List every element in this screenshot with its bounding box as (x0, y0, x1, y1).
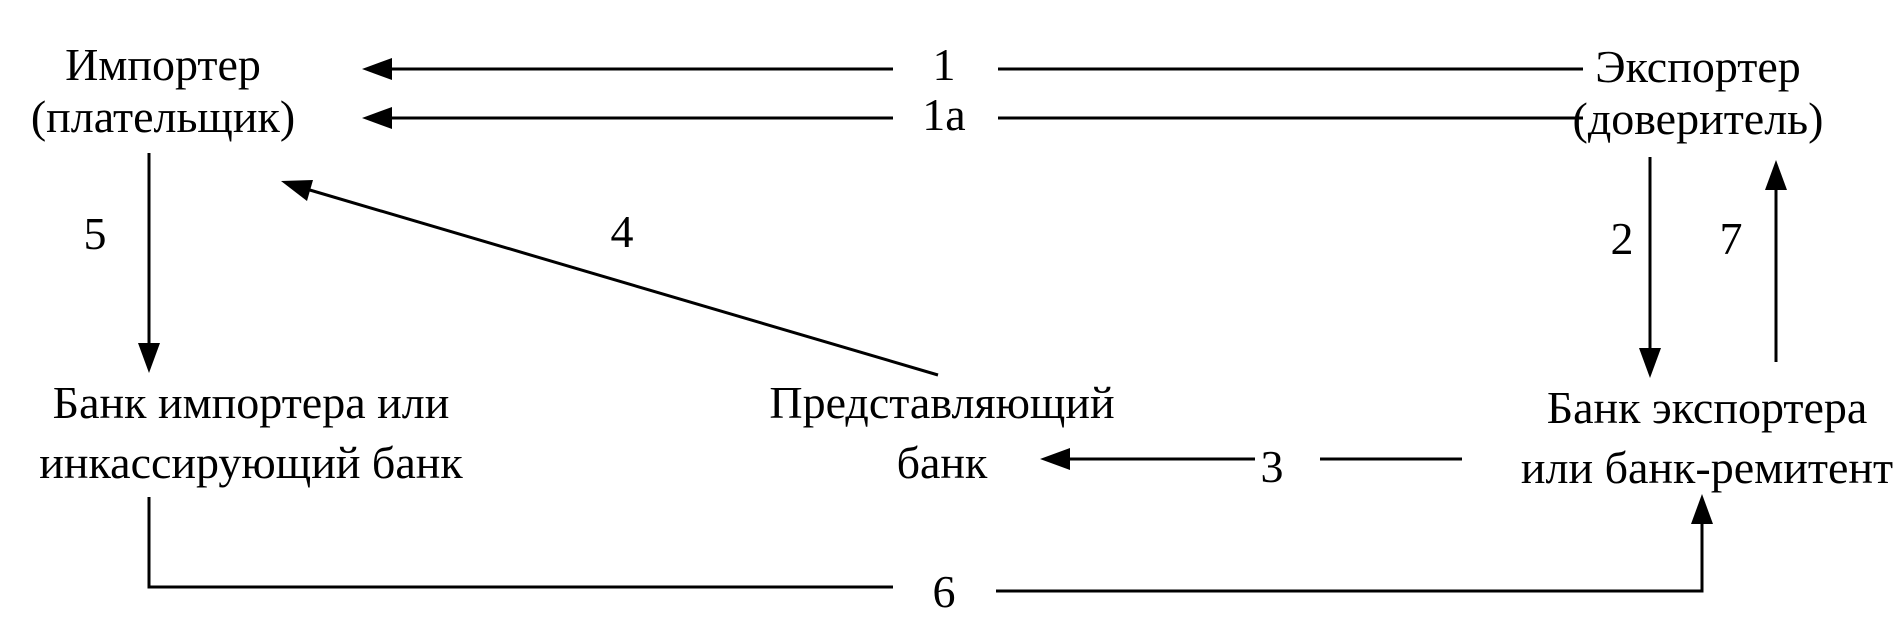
step-label-4: 4 (611, 206, 634, 257)
node-importer-bank-line-2: инкассирующий банк (39, 437, 463, 488)
node-importer-bank: Банк импортера или инкассирующий банк (39, 377, 463, 488)
node-exporter-line-1: Экспортер (1595, 41, 1801, 92)
node-exporter-bank: Банк экспортера или банк-ремитент (1521, 382, 1893, 493)
edge-step-5: 5 (84, 153, 160, 373)
node-importer-bank-line-1: Банк импортера или (53, 377, 450, 428)
edge-step-4-arrowhead (281, 180, 313, 201)
node-exporter-bank-line-2: или банк-ремитент (1521, 442, 1893, 493)
node-presenting-bank-line-2: банк (897, 437, 988, 488)
step-label-7: 7 (1720, 213, 1743, 264)
node-exporter-line-2: (доверитель) (1573, 93, 1824, 144)
edge-step-5-arrowhead (138, 343, 160, 373)
node-importer-line-1: Импортер (65, 39, 261, 90)
node-importer: Импортер (плательщик) (31, 39, 295, 142)
edge-step-7: 7 (1720, 160, 1787, 362)
step-label-6: 6 (933, 566, 956, 617)
edge-step-2-arrowhead (1639, 348, 1661, 378)
step-label-5: 5 (84, 208, 107, 259)
edge-step-7-arrowhead (1765, 160, 1787, 190)
edge-step-4: 4 (281, 180, 939, 377)
edge-step-6-line-left (147, 497, 893, 589)
edge-step-6-arrowhead (1691, 494, 1713, 524)
edge-step-6-line-right (996, 522, 1704, 593)
edge-step-4-line (302, 186, 939, 377)
edge-step-1-arrowhead (362, 58, 392, 80)
step-label-2: 2 (1611, 213, 1634, 264)
step-label-1: 1 (933, 39, 956, 90)
edge-step-1a-arrowhead (362, 107, 392, 129)
step-label-3: 3 (1261, 441, 1284, 492)
node-importer-line-2: (плательщик) (31, 91, 295, 142)
edge-step-1a: 1а (362, 89, 1583, 140)
edge-step-1: 1 (362, 39, 1583, 90)
edge-step-6: 6 (147, 494, 1713, 617)
node-presenting-bank-line-1: Представляющий (769, 377, 1114, 428)
node-exporter-bank-line-1: Банк экспортера (1547, 382, 1868, 433)
edge-step-3-arrowhead (1040, 448, 1070, 470)
edge-step-3: 3 (1040, 441, 1462, 492)
step-label-1a: 1а (922, 89, 965, 140)
edge-step-2: 2 (1611, 157, 1661, 378)
node-exporter: Экспортер (доверитель) (1573, 41, 1824, 144)
node-presenting-bank: Представляющий банк (769, 377, 1114, 488)
